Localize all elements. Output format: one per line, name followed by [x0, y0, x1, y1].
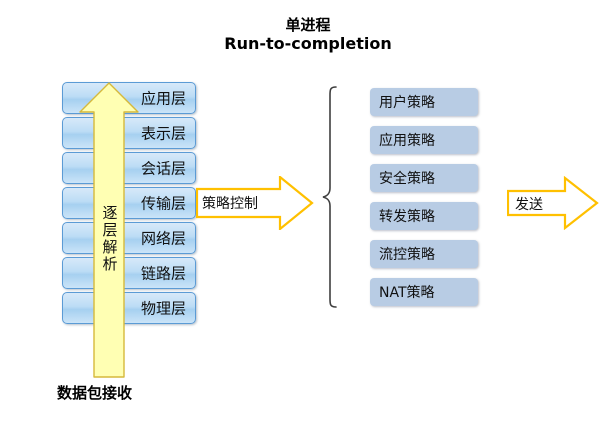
packet-receive-caption: 数据包接收: [57, 384, 133, 402]
policy-item-flow-control[interactable]: 流控策略: [370, 240, 478, 268]
up-arrow-icon: [78, 82, 140, 378]
policy-item-forwarding[interactable]: 转发策略: [370, 202, 478, 230]
osi-layer-label: 应用层: [140, 89, 186, 108]
osi-layer-label: 物理层: [140, 299, 186, 318]
send-arrow-label: 发送: [515, 197, 543, 213]
page-title-cn: 单进程: [285, 16, 331, 34]
policy-list: 用户策略 应用策略 安全策略 转发策略 流控策略 NAT策略: [370, 88, 480, 308]
osi-layer-presentation[interactable]: 表示层: [62, 117, 196, 149]
policy-item-label: 用户策略: [379, 95, 435, 111]
osi-layer-network[interactable]: 网络层: [62, 222, 196, 254]
osi-layer-label: 传输层: [140, 194, 186, 213]
osi-protocol-stack: 应用层 表示层 会话层 传输层 网络层 链路层 物理层: [62, 82, 198, 350]
policy-item-label: NAT策略: [379, 285, 435, 301]
policy-item-label: 安全策略: [379, 171, 435, 187]
osi-layer-label: 网络层: [140, 229, 186, 248]
policy-item-application[interactable]: 应用策略: [370, 126, 478, 154]
osi-layer-session[interactable]: 会话层: [62, 152, 196, 184]
policy-item-label: 转发策略: [379, 209, 435, 225]
osi-layer-physical[interactable]: 物理层: [62, 292, 196, 324]
policy-item-nat[interactable]: NAT策略: [370, 278, 478, 306]
policy-item-user[interactable]: 用户策略: [370, 88, 478, 116]
up-arrow-char-1: 逐: [102, 204, 118, 222]
osi-layer-label: 表示层: [140, 124, 186, 143]
page-title-en: Run-to-completion: [224, 34, 392, 53]
up-arrow-char-2: 层: [102, 221, 118, 239]
osi-layer-datalink[interactable]: 链路层: [62, 257, 196, 289]
policy-control-arrow-icon: [196, 176, 314, 230]
up-arrow-char-3: 解: [102, 238, 118, 256]
up-arrow-char-4: 析: [102, 255, 118, 273]
policy-item-label: 应用策略: [379, 133, 435, 149]
policy-control-arrow-label: 策略控制: [202, 196, 258, 212]
osi-layer-transport[interactable]: 传输层: [62, 187, 196, 219]
osi-layer-label: 会话层: [140, 159, 186, 178]
up-arrow-label: 逐 层 解 析: [95, 205, 125, 273]
osi-layer-label: 链路层: [140, 264, 186, 283]
policy-item-security[interactable]: 安全策略: [370, 164, 478, 192]
curly-brace-icon: [322, 86, 338, 308]
send-arrow-icon: [507, 176, 599, 230]
policy-item-label: 流控策略: [379, 247, 435, 263]
